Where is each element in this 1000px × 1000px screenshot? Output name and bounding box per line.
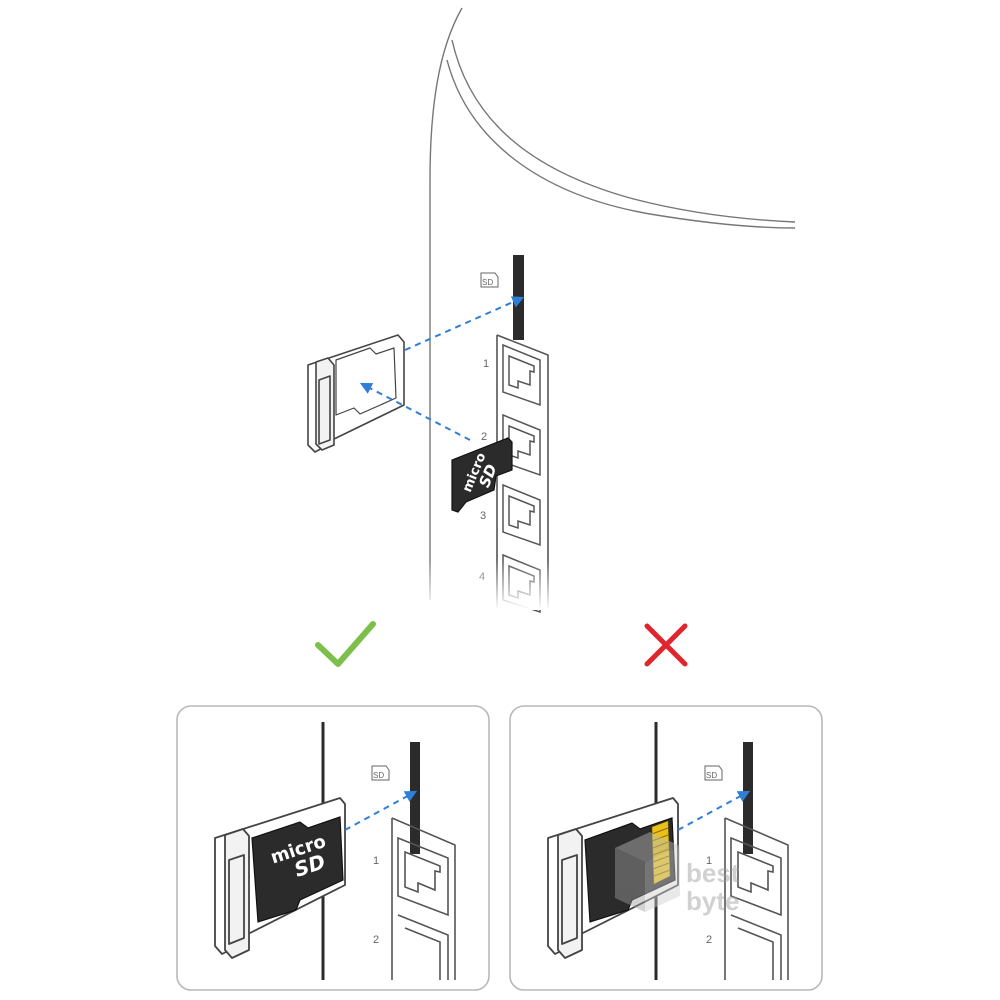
sd-slot-icon-label: SD <box>482 278 493 287</box>
port-label-3: 3 <box>480 510 486 522</box>
bestbyte-watermark-logo: best byte <box>615 832 740 916</box>
sd-slot-icon-label: SD <box>706 771 717 780</box>
insertion-arrows <box>359 296 525 441</box>
tray-to-slot-arrow <box>677 790 751 831</box>
device-body <box>429 7 796 600</box>
tray-to-slot-arrow <box>404 296 525 351</box>
port-label-1: 1 <box>483 358 489 370</box>
sd-slot-icon-label: SD <box>373 771 384 780</box>
micro-sd-card[interactable]: micro SD <box>251 816 344 923</box>
port-label-2: 2 <box>373 934 379 946</box>
wrong-orientation-panel: 1 2 SD <box>509 705 823 991</box>
card-to-tray-arrow <box>359 382 471 441</box>
sd-slot-icon: SD <box>704 765 723 781</box>
sd-slot-icon: SD <box>371 765 390 781</box>
micro-sd-card-reversed[interactable] <box>584 817 676 923</box>
tray-to-slot-arrow <box>344 790 418 831</box>
ethernet-port-2[interactable] <box>730 914 782 980</box>
micro-sd-card[interactable]: micro SD <box>451 437 513 513</box>
watermark-line1: best <box>686 858 740 888</box>
port-label-1: 1 <box>373 855 379 867</box>
port-label-2: 2 <box>481 431 487 443</box>
port-strip: 1 2 3 4 SD <box>479 255 549 614</box>
port-label-1: 1 <box>706 855 712 867</box>
ethernet-port-1[interactable] <box>397 836 449 917</box>
ethernet-port-1[interactable] <box>730 836 782 917</box>
sd-slot[interactable] <box>513 255 524 340</box>
sd-slot-icon: SD <box>480 272 499 288</box>
ethernet-port-2[interactable] <box>397 914 449 980</box>
sd-slot[interactable] <box>743 742 753 854</box>
correct-orientation-panel: 1 2 SD micro SD <box>176 705 490 991</box>
ethernet-port-1[interactable] <box>502 343 541 407</box>
cross-icon <box>644 623 688 667</box>
port-label-2: 2 <box>706 934 712 946</box>
watermark-line2: byte <box>686 886 739 916</box>
sd-card-tray[interactable] <box>307 334 405 453</box>
ethernet-port-3[interactable] <box>502 483 541 547</box>
sd-slot[interactable] <box>410 742 420 854</box>
main-diagram: 1 2 3 4 SD micro SD <box>307 7 796 614</box>
checkmark-icon <box>315 621 376 667</box>
